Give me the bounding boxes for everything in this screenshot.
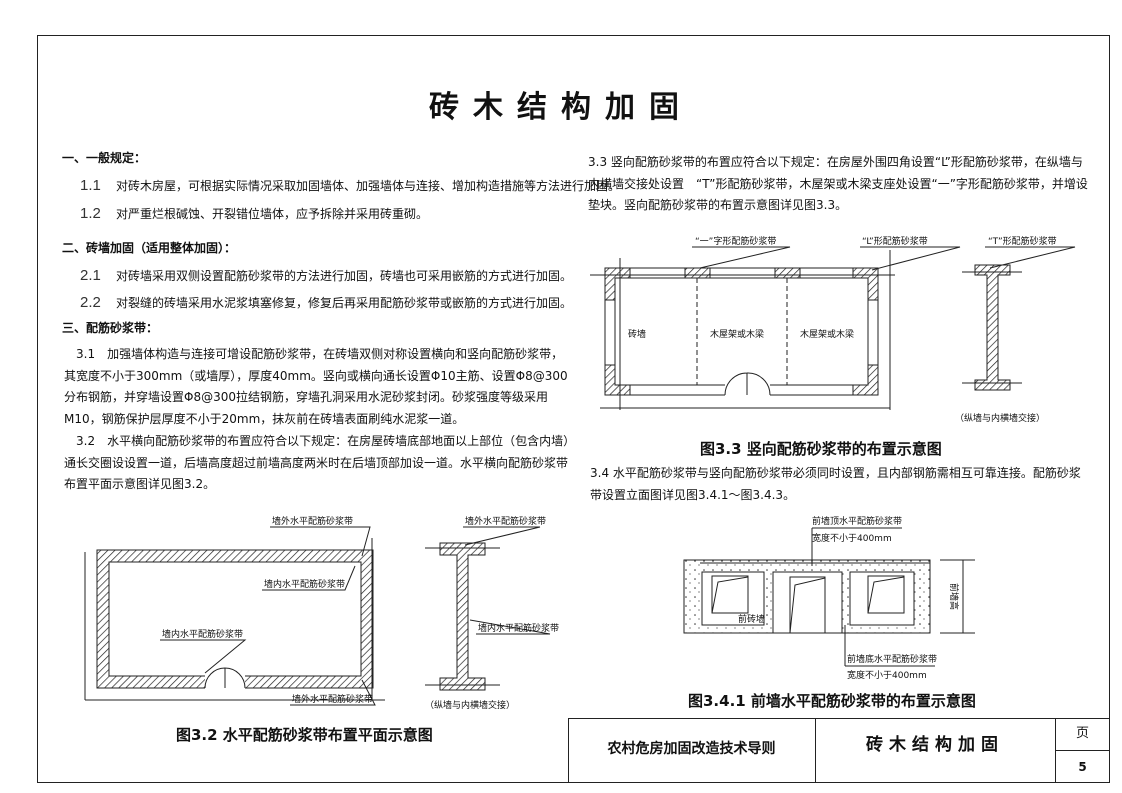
- fig33-caption: 图3.3 竖向配筋砂浆带的布置示意图: [700, 440, 942, 458]
- page-number: 5: [1078, 760, 1087, 774]
- fig32-sec-label-top: 墙外水平配筋砂浆带: [465, 515, 546, 527]
- fig33-label-truss-2: 木屋架或木梁: [800, 328, 854, 340]
- page-title: 砖木结构加固: [429, 90, 693, 125]
- book-title: 农村危房加固改造技术导则: [607, 741, 776, 757]
- fig341-caption: 图3.4.1 前墙水平配筋砂浆带的布置示意图: [688, 692, 976, 710]
- fig32-sec-label-inner: 墙内水平配筋砂浆带: [478, 622, 559, 634]
- chapter-title: 砖木结构加固: [866, 735, 1004, 755]
- fig32-caption: 图3.2 水平配筋砂浆带布置平面示意图: [176, 726, 433, 744]
- section-heading-1: 一、一般规定：: [62, 151, 147, 165]
- fig33-label-L: “L”形配筋砂浆带: [862, 235, 928, 247]
- section-heading-3: 三、配筋砂浆带：: [62, 321, 159, 335]
- clause-3-3: 3.3 竖向配筋砂浆带的布置应符合以下规定：在房屋外围四角设置“L”形配筋砂浆带…: [588, 155, 1088, 212]
- page-label: 页: [1075, 726, 1089, 741]
- fig33-label-brick: 砖墙: [628, 328, 646, 340]
- page-frame: [37, 35, 1110, 783]
- fig341-label-wall: 前砖墙: [738, 613, 765, 625]
- fig32-label-outer-top: 墙外水平配筋砂浆带: [272, 515, 353, 527]
- fig32-label-outer-bottom: 墙外水平配筋砂浆带: [292, 693, 373, 705]
- fig341-label-height: 前墙高: [948, 583, 960, 610]
- clause-3-1: 3.1 加强墙体构造与连接可增设配筋砂浆带，在砖墙双侧对称设置横向和竖向配筋砂浆…: [64, 347, 568, 426]
- section-heading-2: 二、砖墙加固（适用整体加固）：: [62, 241, 237, 255]
- fig33-section: [962, 264, 1022, 391]
- fig33-label-T: “T”形配筋砂浆带: [988, 235, 1057, 247]
- fig341-label-top-1: 前墙顶水平配筋砂浆带: [812, 515, 902, 527]
- fig33-label-yi: “一”字形配筋砂浆带: [695, 235, 776, 247]
- fig341-label-bot-2: 宽度不小于400mm: [847, 669, 927, 681]
- fig32-section: [425, 526, 551, 691]
- fig33-sec-note: （纵墙与内横墙交接）: [955, 412, 1045, 424]
- fig32-label-inner-left: 墙内水平配筋砂浆带: [162, 628, 243, 640]
- clause-3-4: 3.4 水平配筋砂浆带与竖向配筋砂浆带必须同时设置，且内部钢筋需相互可靠连接。配…: [590, 466, 1081, 502]
- fig33-plan: [590, 246, 1076, 410]
- fig341-label-top-2: 宽度不小于400mm: [812, 532, 892, 544]
- fig341-label-bot-1: 前墙底水平配筋砂浆带: [847, 653, 937, 665]
- clause-3-2: 3.2 水平横向配筋砂浆带的布置应符合以下规定：在房屋砖墙底部地面以上部位（包含…: [64, 434, 576, 491]
- fig33-label-truss-1: 木屋架或木梁: [710, 328, 764, 340]
- fig341-elevation: [683, 527, 975, 667]
- fig32-sec-note: （纵墙与内横墙交接）: [425, 699, 515, 711]
- fig32-plan: [84, 526, 385, 706]
- fig32-label-inner-top: 墙内水平配筋砂浆带: [264, 578, 345, 590]
